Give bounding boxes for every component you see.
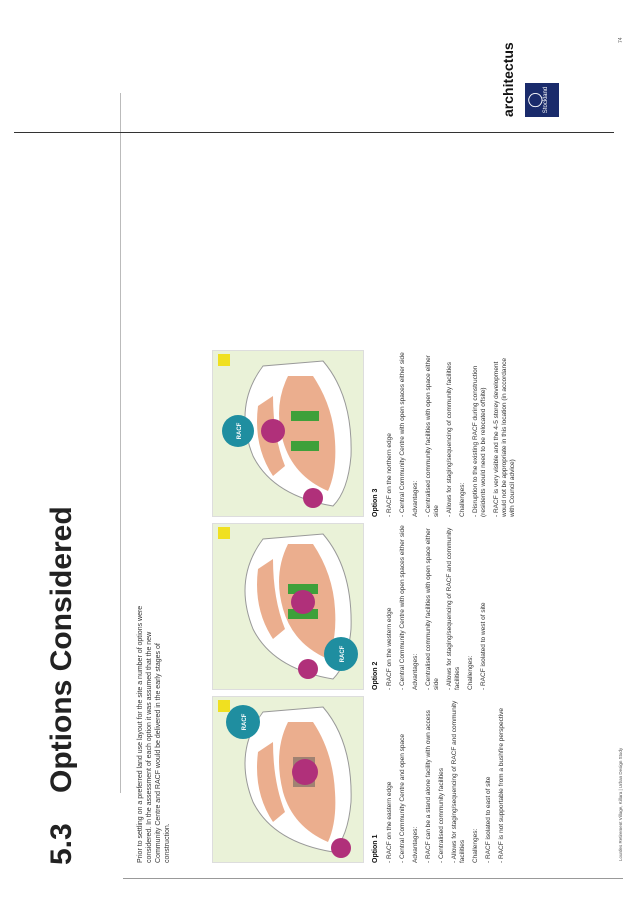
option-item: - RACF on the western edge bbox=[386, 607, 393, 690]
challenge-item: - RACF is very visible and the 4-5 store… bbox=[493, 358, 516, 517]
option-item: - Central Community Centre with open spa… bbox=[399, 352, 406, 517]
option-1-plan-image: RACF bbox=[213, 697, 363, 862]
advantage-item: - Allows for staging/sequencing of RACF … bbox=[446, 527, 461, 690]
advantages-label: Advantages: bbox=[412, 653, 419, 690]
challenges-label: Challenges: bbox=[467, 655, 474, 690]
advantage-item: - Allows for staging/sequencing of RACF … bbox=[451, 700, 466, 863]
option-1-plan: RACF bbox=[212, 696, 364, 863]
logo-icon: ◯ bbox=[526, 92, 542, 108]
option-item: - RACF on the northern edge bbox=[386, 433, 393, 517]
advantage-item: - Centralised community facilities with … bbox=[425, 355, 440, 517]
challenge-item: - RACF isolated to west of site bbox=[480, 602, 487, 690]
challenge-item: - RACF isolated to east of site bbox=[485, 776, 492, 863]
advantages-label: Advantages: bbox=[412, 480, 419, 517]
challenge-item: - Disruption to the existing RACF during… bbox=[472, 365, 487, 517]
option-2-plan: RACF bbox=[212, 523, 364, 690]
section-number: 5.3 bbox=[45, 823, 78, 865]
option-2-plan-image: RACF bbox=[213, 524, 363, 689]
stockland-logo: ◯ Stockland bbox=[525, 83, 559, 117]
advantage-item: - Centralised community facilities bbox=[438, 767, 445, 863]
challenge-item: - RACF is not supportable from a bushfir… bbox=[498, 708, 505, 863]
page-number: 74 bbox=[618, 37, 624, 43]
left-rule bbox=[123, 878, 623, 879]
racf-label: RACF bbox=[340, 645, 346, 662]
option-heading: Option 1 bbox=[372, 834, 379, 863]
section-title: Options Considered bbox=[45, 506, 78, 793]
advantage-item: - RACF can be a stand alone facility wit… bbox=[425, 710, 432, 863]
challenges-label: Challenges: bbox=[459, 482, 466, 517]
advantages-label: Advantages: bbox=[412, 826, 419, 863]
racf-marker bbox=[226, 705, 260, 739]
option-3-plan-image: RACF bbox=[213, 351, 363, 516]
option-2-text: Option 2 - RACF on the western edge - Ce… bbox=[372, 520, 493, 690]
racf-label: RACF bbox=[237, 422, 243, 439]
challenges-label: Challenges: bbox=[472, 828, 479, 863]
intro-text: Prior to settling on a preferred land us… bbox=[137, 605, 171, 863]
option-heading: Option 2 bbox=[372, 661, 379, 690]
option-3-plan: RACF bbox=[212, 350, 364, 517]
option-item: - RACF on the eastern edge bbox=[386, 781, 393, 863]
option-1-text: Option 1 - RACF on the eastern edge - Ce… bbox=[372, 693, 511, 863]
footer-text: Lourdes Retirement Village, Killara | Ur… bbox=[618, 747, 623, 861]
option-3-text: Option 3 - RACF on the northern edge - C… bbox=[372, 347, 522, 517]
top-rule bbox=[120, 93, 121, 793]
racf-label: RACF bbox=[242, 713, 248, 730]
brand-rule bbox=[14, 132, 614, 133]
option-heading: Option 3 bbox=[372, 488, 379, 517]
option-item: - Central Community Centre and open spac… bbox=[399, 734, 406, 863]
option-item: - Central Community Centre with open spa… bbox=[399, 525, 406, 690]
advantage-item: - Allows for staging/sequencing of commu… bbox=[446, 361, 453, 517]
brand-name: architectus bbox=[500, 42, 516, 117]
advantage-item: - Centralised community facilities with … bbox=[425, 528, 440, 690]
logo-badge-text: Stockland bbox=[543, 86, 549, 114]
